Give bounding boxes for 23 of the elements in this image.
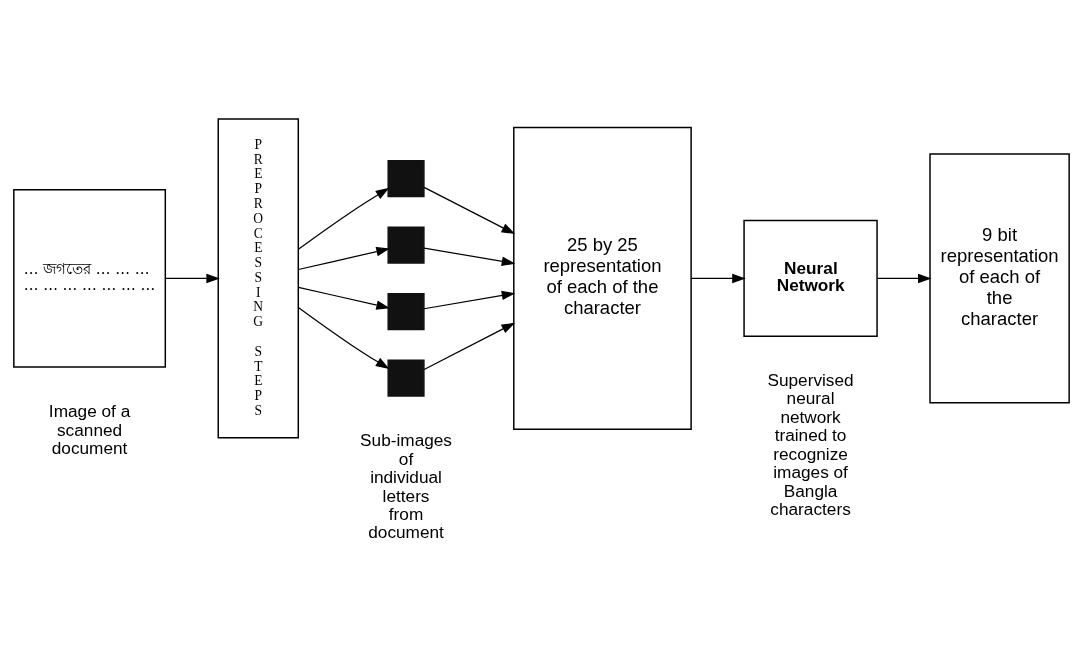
arrow (423, 322, 516, 371)
arrow (423, 290, 516, 310)
arrow (690, 273, 746, 284)
node-box (387, 293, 425, 331)
node-box: PREPROCESSING STEPS (217, 118, 300, 439)
arrow (165, 273, 220, 284)
arrow (876, 273, 932, 284)
arrow (297, 286, 390, 310)
node-label: Image of a scanned document (48, 401, 131, 459)
label: Sub-images of individual letters from document (360, 430, 452, 543)
arrow (423, 186, 516, 235)
arrow (297, 187, 390, 250)
node-box (387, 359, 425, 397)
node-box (387, 160, 425, 198)
node-box: 25 by 25 representation of each of the character (513, 126, 692, 430)
node-box: Neural Network (743, 219, 878, 337)
arrow (297, 306, 390, 369)
node-box: 9 bit representation of each of the character (929, 153, 1070, 404)
arrow (423, 247, 516, 267)
node-box: … জগতের … … … … … … … … … … (13, 189, 167, 368)
node-label: Supervised neural network trained to recognize images of Bangla characters (767, 369, 854, 520)
node-box (387, 226, 425, 264)
arrow (297, 246, 390, 271)
